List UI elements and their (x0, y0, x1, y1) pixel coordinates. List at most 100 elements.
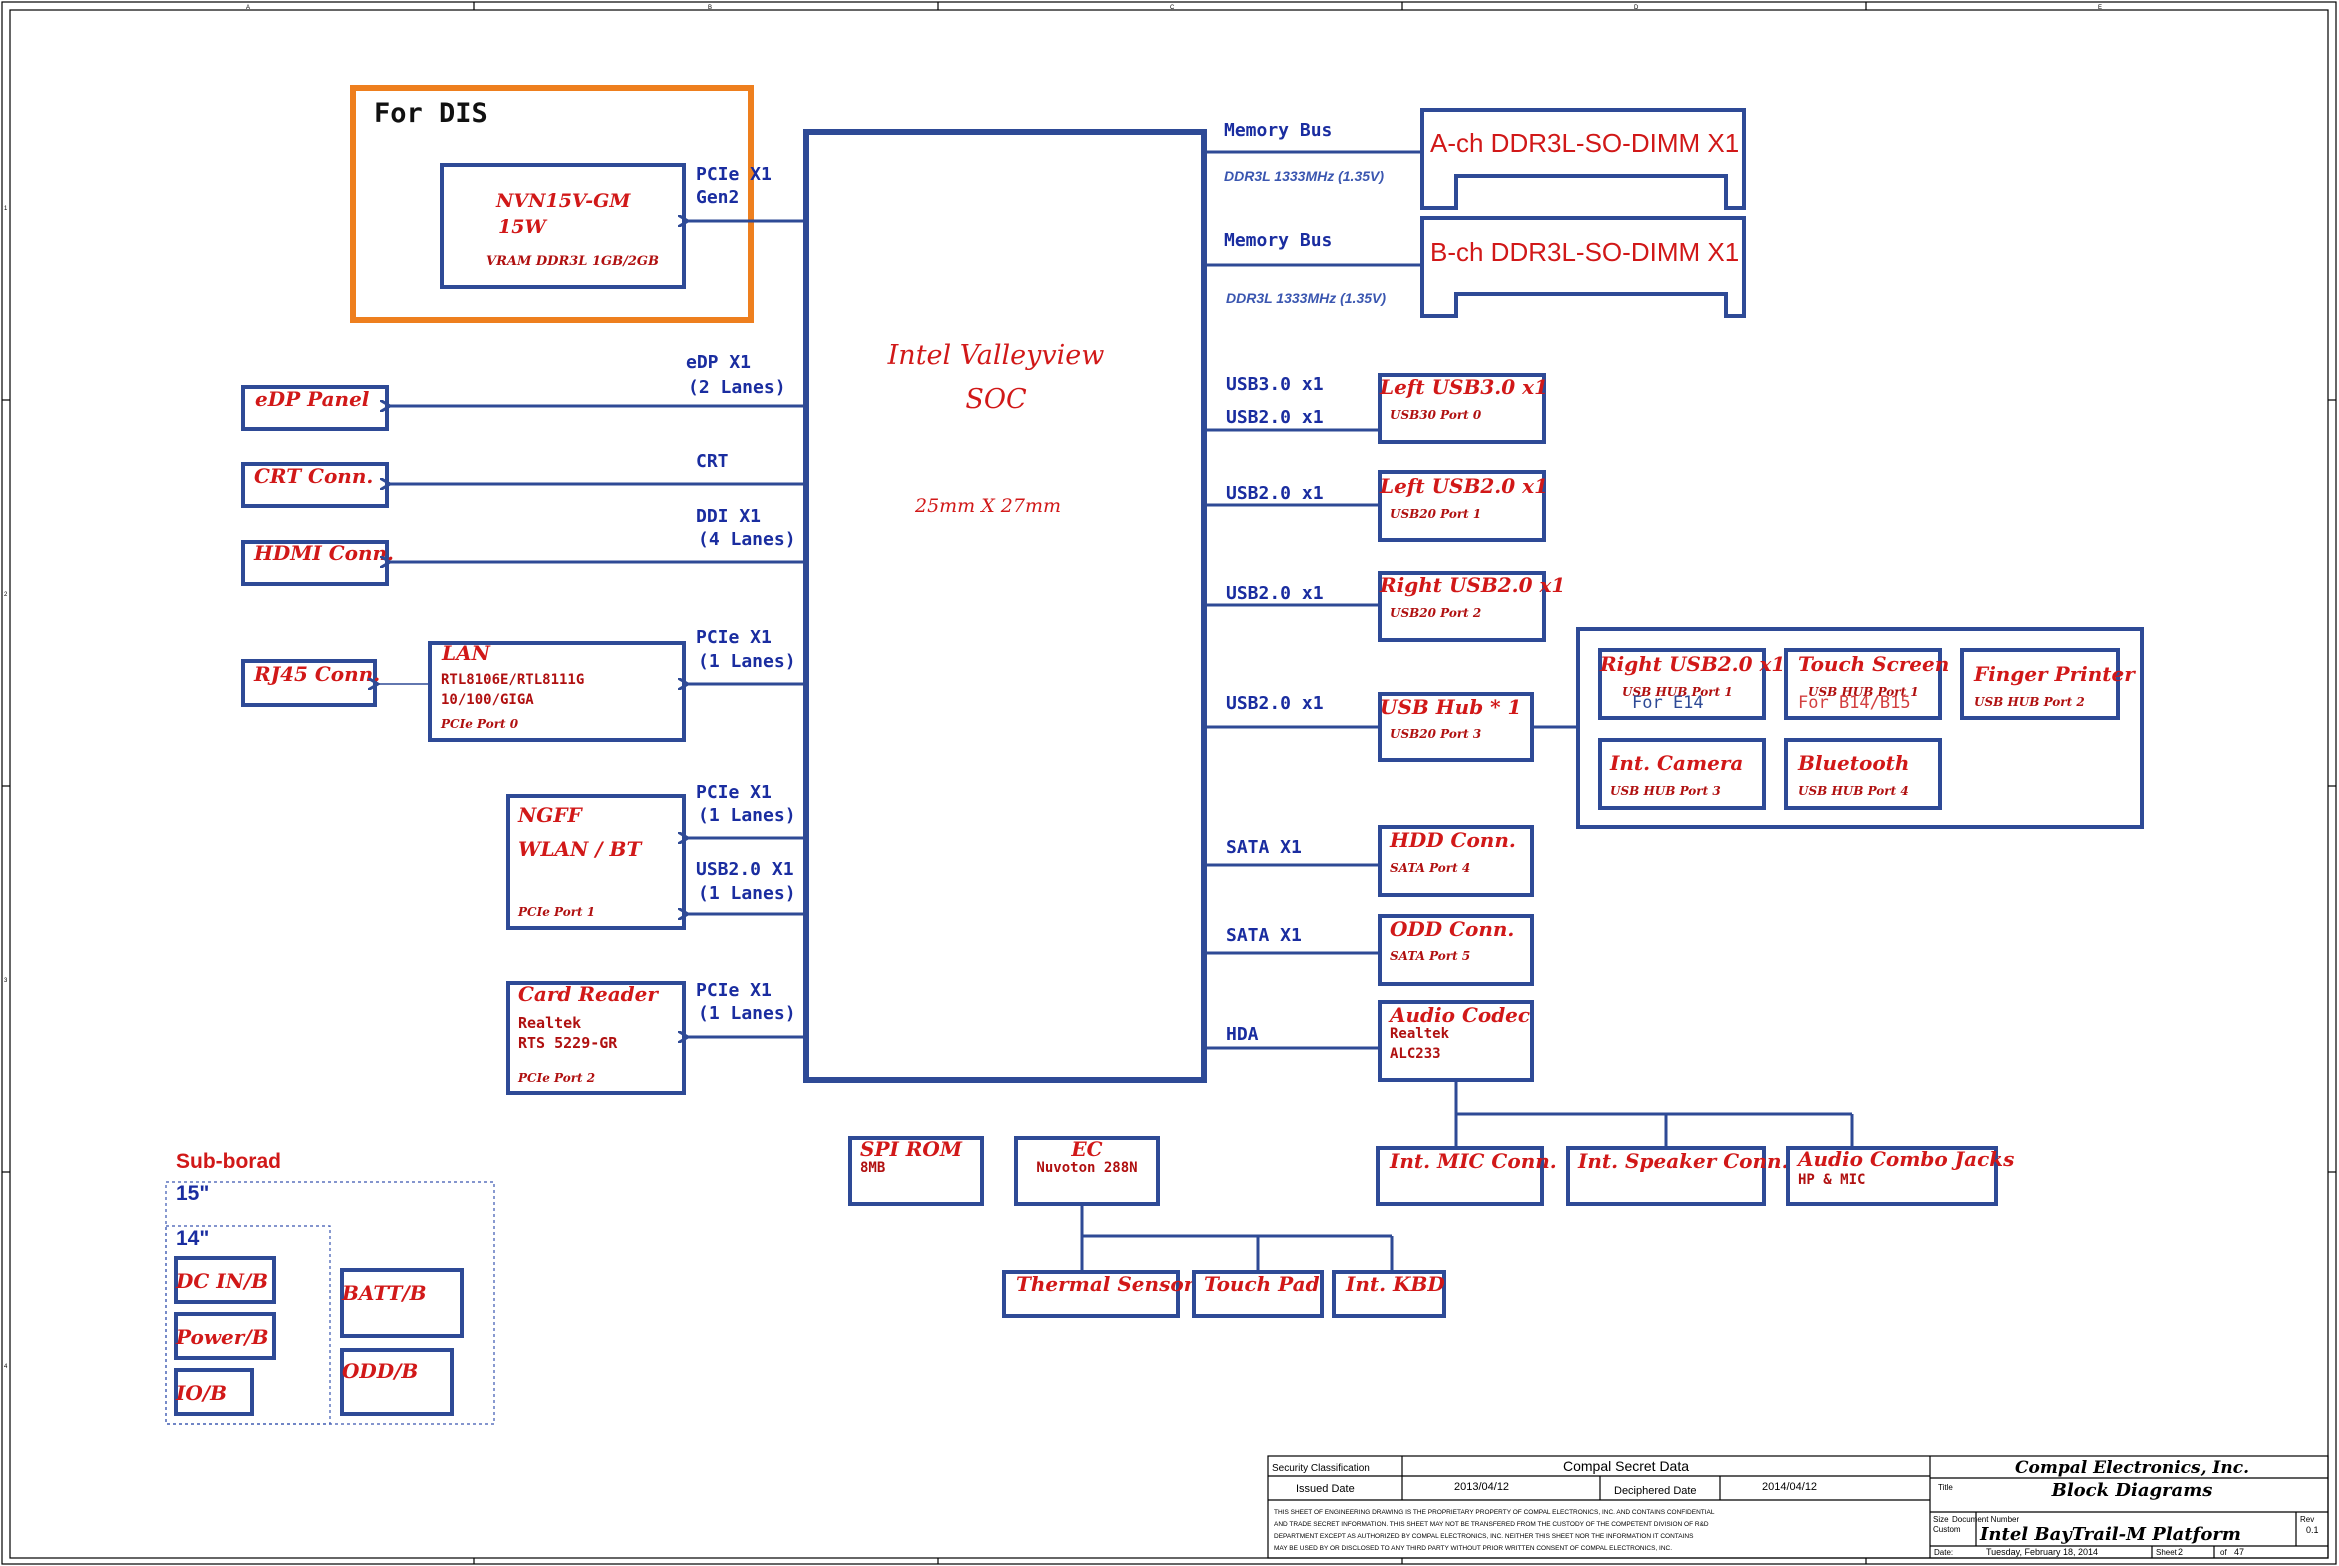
dis-group: For DIS NVN15V-GM 15W VRAM DDR3L 1GB/2GB… (350, 85, 804, 323)
title-deciphered: 2014/04/12 (1762, 1481, 1817, 1493)
lan-title: LAN (441, 641, 491, 665)
hdd-title: HDD Conn. (1389, 828, 1516, 852)
lan-port: PCIe Port 0 (440, 717, 519, 731)
left-usb2-group: USB2.0 x1 Left USB2.0 x1 USB20 Port 1 (1206, 470, 1548, 542)
odd-port: SATA Port 5 (1390, 949, 1470, 963)
hub-touch-title: Touch Screen (1798, 652, 1949, 676)
hub-finger-title: Finger Printer (1973, 662, 2136, 686)
sub-board-14: 14" (176, 1227, 209, 1250)
crt-conn: CRT Conn. (254, 464, 373, 488)
frame-col-a: A (246, 5, 250, 11)
card-reader-lanes: (1 Lanes) (698, 1003, 796, 1024)
ngff-pcie-lanes: (1 Lanes) (698, 805, 796, 826)
title-secret: Compal Secret Data (1563, 1458, 1689, 1474)
audio-output-group: Int. MIC Conn. Int. Speaker Conn. Audio … (1376, 1080, 2014, 1206)
title-of: 47 (2234, 1547, 2244, 1557)
usb3-group: USB3.0 x1 USB2.0 x1 Left USB3.0 x1 USB30… (1206, 373, 1548, 444)
usb-hub-port: USB20 Port 3 (1390, 727, 1481, 741)
usb3-bus: USB3.0 x1 (1226, 374, 1324, 395)
title-disclaimer-4: MAY BE USED BY OR DISCLOSED TO ANY THIRD… (1274, 1545, 1672, 1552)
ngff-title: NGFF (517, 803, 584, 827)
spi-rom-group: SPI ROM 8MB (848, 1136, 984, 1206)
lan-bus: PCIe X1 (696, 627, 772, 648)
title-block: Security Classification Compal Secret Da… (1267, 1455, 2329, 1559)
title-sheet-label: Sheet (2156, 1548, 2178, 1557)
memory-a: Memory Bus DDR3L 1333MHz (1.35V) A-ch DD… (1206, 108, 1746, 210)
edp-bus: eDP X1 (686, 352, 751, 373)
edp-group: eDP Panel eDP X1 (2 Lanes) (241, 352, 804, 431)
gpu-power: 15W (498, 216, 547, 238)
title-disclaimer-1: THIS SHEET OF ENGINEERING DRAWING IS THE… (1274, 1509, 1715, 1516)
hdmi-conn: HDMI Conn. (253, 541, 394, 565)
soc-block: Intel Valleyview SOC 25mm X 27mm (803, 129, 1207, 1083)
title-disclaimer-2: AND TRADE SECRET INFORMATION. THIS SHEET… (1274, 1521, 1709, 1528)
frame-col-b: B (708, 5, 712, 11)
frame-col-e: E (2098, 5, 2102, 11)
right-usb2-title: Right USB2.0 x1 (1379, 573, 1565, 597)
edp-panel: eDP Panel (255, 387, 370, 411)
odd-bus: SATA X1 (1226, 925, 1302, 946)
hub-devices-group: Right USB2.0 x1 USB HUB Port 1 For E14 T… (1576, 627, 2144, 829)
memory-b-bus: Memory Bus (1224, 230, 1332, 251)
spi-rom-size: 8MB (860, 1160, 885, 1176)
crt-group: CRT Conn. CRT (241, 451, 804, 508)
edp-lanes: (2 Lanes) (688, 377, 786, 398)
hub-right-usb-title: Right USB2.0 x1 (1599, 652, 1785, 676)
hdd-port: SATA Port 4 (1390, 861, 1470, 875)
audio-codec-vendor: Realtek (1390, 1026, 1450, 1042)
hub-camera-title: Int. Camera (1609, 751, 1743, 775)
card-reader-title: Card Reader (518, 982, 659, 1006)
int-kbd: Int. KBD (1345, 1272, 1445, 1296)
soc-title: Intel Valleyview (887, 340, 1105, 371)
dcin-board: DC IN/B (175, 1269, 268, 1293)
memory-a-speed: DDR3L 1333MHz (1.35V) (1224, 168, 1384, 184)
memory-b-label: B-ch DDR3L-SO-DIMM X1 (1430, 237, 1739, 267)
hub-touch-note: For B14/B15 (1798, 693, 1911, 713)
lan-chip: RTL8106E/RTL8111G (441, 672, 584, 688)
title-sheet: 2 (2178, 1547, 2183, 1557)
card-reader-group: Card Reader Realtek RTS 5229-GR PCIe Por… (506, 980, 804, 1095)
card-reader-port: PCIe Port 2 (517, 1071, 595, 1085)
ec-title: EC (1070, 1137, 1102, 1161)
memory-a-label: A-ch DDR3L-SO-DIMM X1 (1430, 128, 1739, 158)
ec-chip: Nuvoton 288N (1036, 1160, 1137, 1176)
hdd-group: SATA X1 HDD Conn. SATA Port 4 (1206, 825, 1534, 897)
ngff-pcie-bus: PCIe X1 (696, 782, 772, 803)
soc-subtitle: SOC (965, 384, 1027, 415)
title-issued-label: Issued Date (1296, 1483, 1355, 1495)
lan-speed: 10/100/GIGA (441, 692, 534, 708)
odd-group: SATA X1 ODD Conn. SATA Port 5 (1206, 914, 1534, 986)
memory-b-speed: DDR3L 1333MHz (1.35V) (1226, 290, 1386, 306)
title-rev: 0.1 (2306, 1525, 2319, 1535)
memory-a-bus: Memory Bus (1224, 120, 1332, 141)
title-name: Block Diagrams (2051, 1480, 2213, 1501)
hub-right-usb-note: For E14 (1632, 693, 1704, 713)
frame-col-d: D (1634, 5, 1639, 11)
frame-col-c: C (1170, 5, 1175, 11)
frame-row-3: 3 (4, 978, 8, 984)
memory-b: Memory Bus DDR3L 1333MHz (1.35V) B-ch DD… (1206, 216, 1746, 318)
hdmi-lanes: (4 Lanes) (698, 529, 796, 550)
hub-right-usb-port: USB HUB Port 1 (1622, 685, 1733, 699)
sub-board-group: Sub-borad 15" 14" DC IN/B Power/B IO/B B… (165, 1150, 495, 1425)
frame-row-4: 4 (4, 1364, 8, 1370)
batt-board: BATT/B (341, 1281, 427, 1305)
title-rev-label: Rev (2300, 1515, 2314, 1524)
audio-bus: HDA (1226, 1024, 1259, 1045)
soc-size: 25mm X 27mm (914, 495, 1061, 517)
title-date: Tuesday, February 18, 2014 (1986, 1547, 2098, 1557)
hub-bluetooth-port: USB HUB Port 4 (1798, 784, 1909, 798)
right-usb2-port: USB20 Port 2 (1390, 606, 1481, 620)
power-board: Power/B (175, 1325, 269, 1349)
frame-row-1: 1 (4, 206, 8, 212)
touch-pad: Touch Pad (1204, 1272, 1320, 1296)
hub-bluetooth-title: Bluetooth (1797, 751, 1909, 775)
left-usb3-title: Left USB3.0 x1 (1379, 375, 1548, 399)
card-reader-vendor: Realtek (518, 1014, 581, 1032)
title-doc-label: Document Number (1952, 1515, 2019, 1524)
sub-board-title: Sub-borad (176, 1150, 281, 1173)
ngff-group: NGFF WLAN / BT PCIe Port 1 PCIe X1 (1 La… (506, 782, 804, 930)
card-reader-chip: RTS 5229-GR (518, 1034, 618, 1052)
title-issued: 2013/04/12 (1454, 1481, 1509, 1493)
title-size-label: Size (1933, 1515, 1949, 1524)
